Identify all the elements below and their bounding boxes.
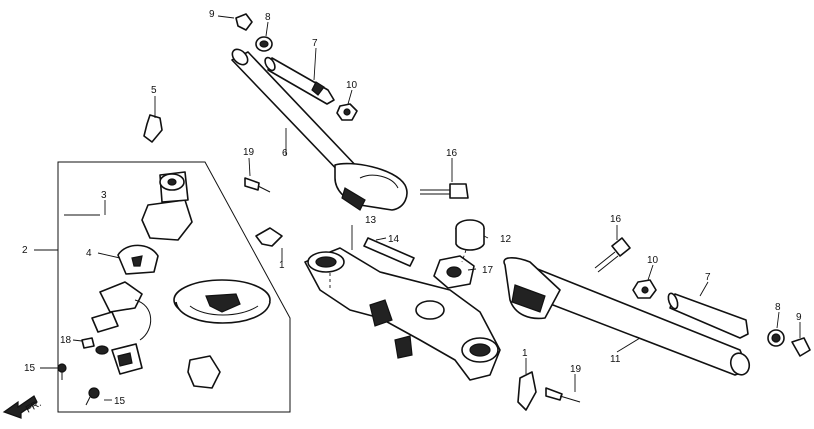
bolt-part-16-center <box>420 183 469 199</box>
leader-lines <box>34 15 801 401</box>
callout-10-right: 10 <box>647 255 659 266</box>
arrow-left-icon <box>2 395 38 419</box>
switch-body-group <box>91 281 152 375</box>
bolt-part-19-left <box>244 177 271 193</box>
callout-11: 11 <box>610 354 621 365</box>
cap-dome <box>173 279 271 324</box>
callout-labels: 9 8 7 10 5 6 19 16 3 2 4 13 14 12 17 1 1… <box>22 9 802 407</box>
callout-19-right: 19 <box>570 364 582 375</box>
bar-end-weight-part-7-right <box>667 292 749 339</box>
callout-14: 14 <box>388 234 400 245</box>
left-handlebar-part-6 <box>231 48 408 211</box>
callout-4: 4 <box>86 248 92 259</box>
cover-part-4 <box>117 244 159 275</box>
collar-part-8-right <box>767 329 785 347</box>
callout-7-right: 7 <box>705 272 711 283</box>
clip-part-1-lower <box>517 371 537 411</box>
callout-1-upper: 1 <box>279 260 285 271</box>
nut-part-10-right <box>632 279 657 299</box>
screw-part-15-lower <box>85 387 100 406</box>
callout-15-lower: 15 <box>114 396 126 407</box>
callout-17: 17 <box>482 265 494 276</box>
nut-part-10-left <box>336 103 358 121</box>
callout-9-right: 9 <box>796 312 802 323</box>
front-direction-indicator: FR. <box>2 395 43 419</box>
callout-3: 3 <box>101 190 107 201</box>
right-handlebar-part-11 <box>503 257 751 376</box>
callout-15-upper: 15 <box>24 363 36 374</box>
callout-7-left: 7 <box>312 38 318 49</box>
collar-part-8-left <box>255 36 273 52</box>
callout-16-right: 16 <box>610 214 622 225</box>
bar-end-weight-part-7-left <box>264 56 335 105</box>
callout-6: 6 <box>282 148 288 159</box>
callout-8-left: 8 <box>265 12 271 23</box>
top-bridge-part-13 <box>304 247 501 381</box>
bolt-part-19-right <box>545 387 581 403</box>
callout-12: 12 <box>500 234 512 245</box>
callout-18: 18 <box>60 335 72 346</box>
emblem-part-14 <box>363 237 415 267</box>
callout-9-left: 9 <box>209 9 215 20</box>
callout-13: 13 <box>365 215 377 226</box>
callout-5: 5 <box>151 85 157 96</box>
callout-8-right: 8 <box>775 302 781 313</box>
cap-part-12 <box>455 219 485 251</box>
bracket-small <box>187 355 221 389</box>
bolt-part-16-right <box>594 237 631 273</box>
ignition-switch-part-3 <box>141 171 193 241</box>
callout-16-center: 16 <box>446 148 458 159</box>
clip-part-1-upper <box>255 227 283 247</box>
callout-2: 2 <box>22 245 28 256</box>
key-part-5 <box>143 114 163 143</box>
callout-1-lower: 1 <box>522 348 528 359</box>
clip-part-9-left <box>235 13 253 31</box>
callout-10-left: 10 <box>346 80 358 91</box>
callout-19-left: 19 <box>243 147 255 158</box>
screw-part-18 <box>81 337 109 355</box>
nut-part-17 <box>433 255 475 289</box>
group-outline-2 <box>57 161 291 413</box>
clip-part-9-right <box>791 337 811 357</box>
screw-part-15-upper <box>57 363 67 380</box>
